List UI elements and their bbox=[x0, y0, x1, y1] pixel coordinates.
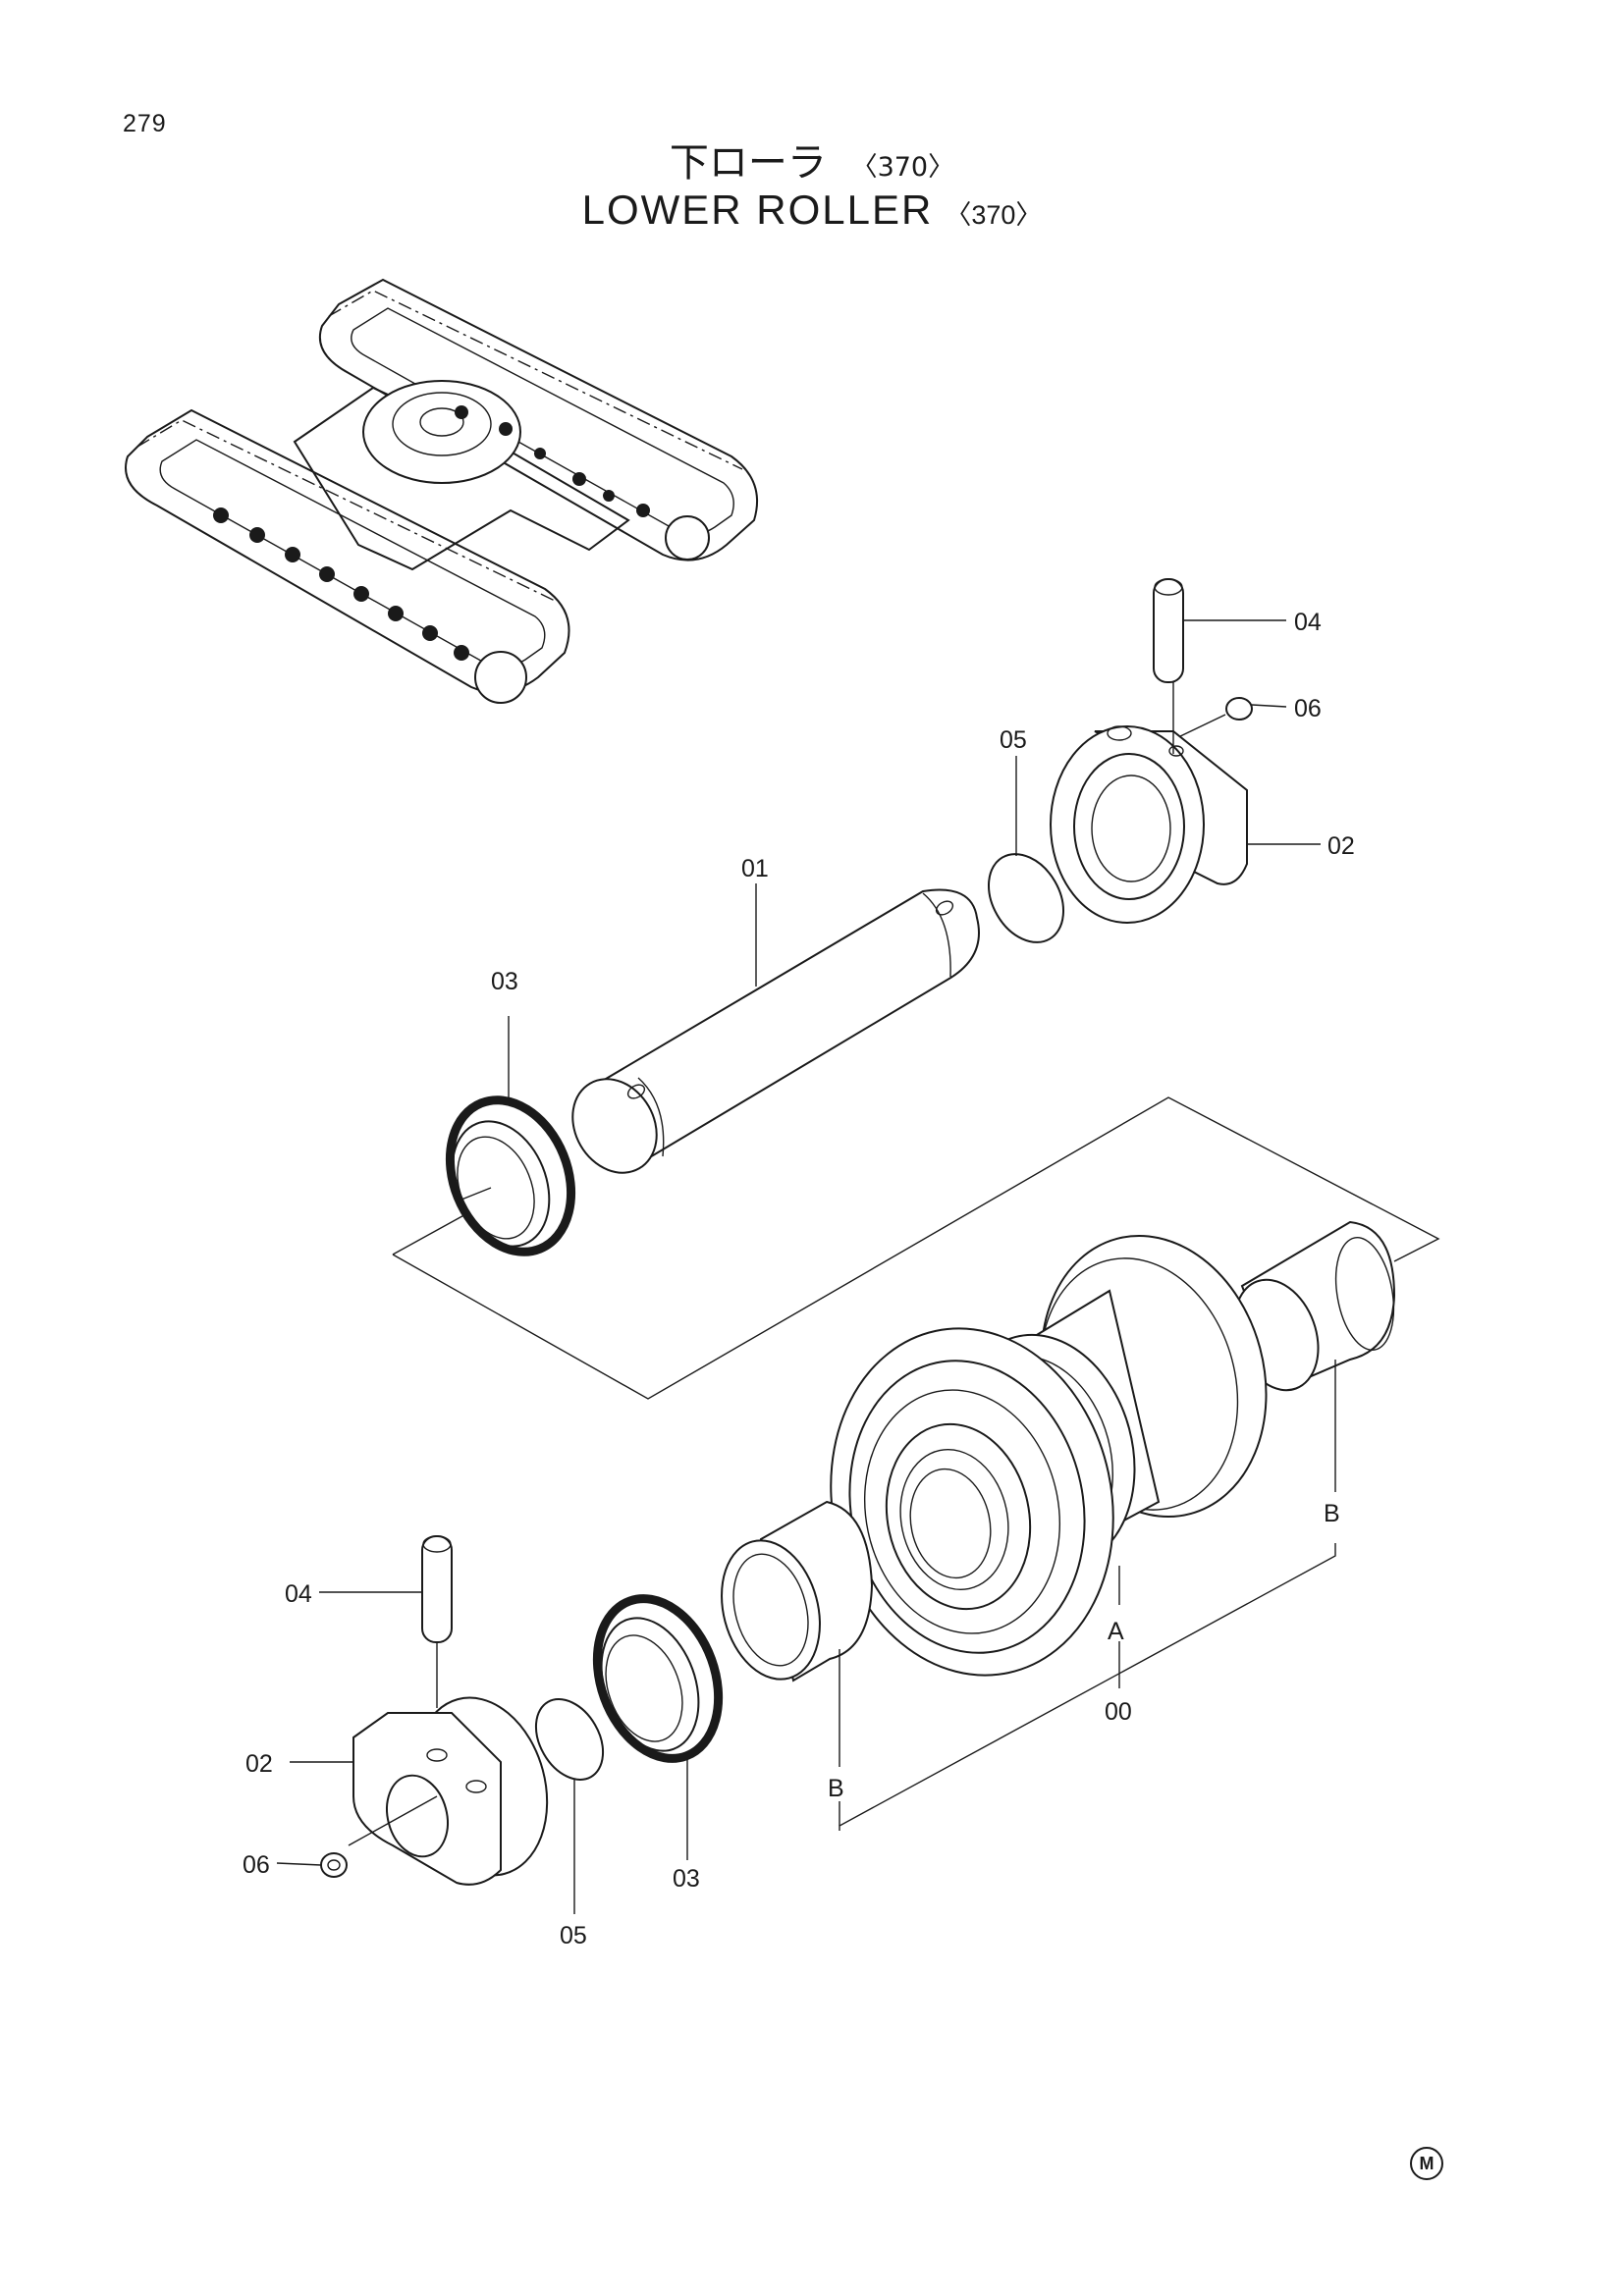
collar-bottom bbox=[290, 1696, 549, 1886]
model-code-jp: 〈370〉 bbox=[850, 152, 955, 183]
overview-lower-rollers bbox=[213, 507, 469, 661]
callout-roller: 00 bbox=[1105, 1698, 1132, 1726]
roller-main bbox=[830, 1234, 1268, 1688]
callout-shaft: 01 bbox=[741, 855, 769, 882]
title-english-text: LOWER ROLLER bbox=[581, 187, 934, 233]
callout-oring-bottom: 05 bbox=[560, 1922, 587, 1949]
callout-plug-bottom: 06 bbox=[243, 1851, 270, 1879]
callout-seal-bottom: 03 bbox=[673, 1865, 700, 1893]
bushing-left bbox=[721, 1500, 874, 1767]
oring-top bbox=[988, 756, 1064, 943]
title-japanese: 下ローラ 〈370〉 bbox=[0, 131, 1624, 187]
manufacturer-mark: M bbox=[1410, 2147, 1443, 2180]
undercarriage-overview bbox=[125, 278, 759, 704]
shaft bbox=[571, 883, 980, 1174]
seal-top bbox=[445, 1016, 576, 1256]
bracket-lines bbox=[839, 1543, 1336, 1831]
callout-bushing-left: B bbox=[828, 1775, 844, 1802]
callout-plug-top: 06 bbox=[1294, 695, 1322, 722]
callout-oring-top: 05 bbox=[1000, 726, 1027, 754]
callout-collar-top: 02 bbox=[1327, 832, 1355, 860]
plug-top bbox=[1175, 697, 1287, 739]
pin-bottom bbox=[319, 1535, 453, 1708]
page-number: 279 bbox=[123, 110, 167, 137]
model-code-en: 〈370〉 bbox=[945, 200, 1043, 230]
seal-bottom bbox=[592, 1594, 724, 1860]
callout-pin-bottom: 04 bbox=[285, 1580, 312, 1608]
callout-pin-top: 04 bbox=[1294, 609, 1322, 636]
pin-top bbox=[1153, 578, 1286, 683]
title-english: LOWER ROLLER 〈370〉 bbox=[0, 187, 1624, 234]
assembly-lines bbox=[392, 1096, 1440, 1400]
collar-top bbox=[1050, 682, 1321, 924]
callout-collar-bottom: 02 bbox=[245, 1750, 273, 1778]
callout-seal-top: 03 bbox=[491, 968, 518, 995]
title-japanese-text: 下ローラ bbox=[669, 140, 827, 186]
callout-roller-a: A bbox=[1108, 1618, 1124, 1645]
oring-bottom bbox=[534, 1698, 605, 1914]
callout-bushing-right: B bbox=[1324, 1500, 1340, 1527]
plug-bottom bbox=[276, 1852, 348, 1878]
